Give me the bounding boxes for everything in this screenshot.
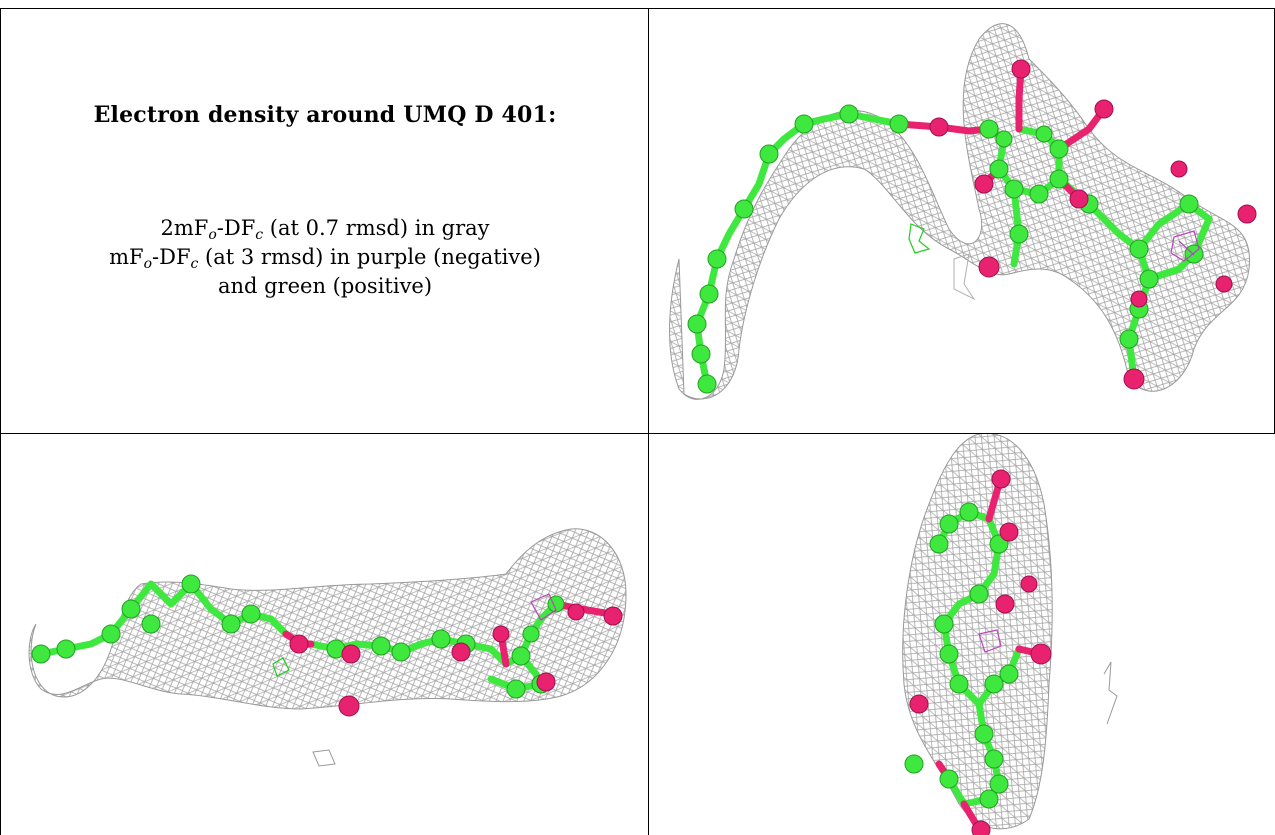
density-mesh — [28, 528, 627, 710]
top-border — [0, 8, 1275, 9]
positive-density-blob — [272, 657, 290, 677]
carbon-atoms — [687, 104, 1204, 394]
oxygen-atoms — [929, 59, 1257, 390]
caption-line-mfo-mid: -DF — [152, 245, 191, 269]
row-divider — [0, 433, 1275, 434]
caption-line-2mfo-post: (at 0.7 rmsd) in gray — [263, 216, 490, 240]
negative-density-blob — [530, 593, 557, 621]
molecule-render-side — [28, 528, 627, 767]
negative-density-blob — [978, 629, 1002, 653]
density-view-side — [1, 434, 648, 835]
caption-cell: Electron density around UMQ D 401: 2mFo-… — [1, 9, 649, 433]
molecule-render-top — [669, 23, 1257, 400]
caption-line-positive: and green (positive) — [217, 274, 433, 298]
negative-density-blob — [1170, 230, 1200, 262]
positive-density-blob — [908, 223, 931, 254]
molecule-render-end — [902, 434, 1118, 835]
middle-divider — [648, 8, 649, 835]
carbon-atoms — [904, 502, 1019, 809]
subscript-o: o — [143, 256, 153, 272]
caption-description: 2mFo-DFc (at 0.7 rmsd) in gray mFo-DFc (… — [1, 214, 649, 301]
caption-line-mfo: mFo-DFc (at 3 rmsd) in purple (negative) — [1, 243, 649, 272]
subscript-c: c — [255, 227, 264, 243]
caption-line-mfo-pre: mF — [109, 245, 144, 269]
oxygen-atoms — [909, 469, 1052, 835]
stray-mesh-fragment — [312, 749, 336, 767]
caption-line-mfo-post: (at 3 rmsd) in purple (negative) — [198, 245, 541, 269]
caption-line-2mfo-pre: 2mF — [160, 216, 209, 240]
density-mesh — [669, 23, 1251, 400]
density-mesh — [902, 434, 1053, 830]
stray-mesh-fragment — [1103, 661, 1118, 725]
left-border — [0, 8, 1, 835]
subscript-o: o — [208, 227, 217, 243]
caption-line-2mfo-mid: -DF — [216, 216, 256, 240]
density-view-top — [649, 9, 1274, 433]
subscript-c: c — [190, 256, 199, 272]
oxygen-atoms — [289, 603, 623, 717]
figure-title: Electron density around UMQ D 401: — [93, 102, 557, 128]
density-view-end — [649, 434, 1275, 835]
caption-line-2mfo: 2mFo-DFc (at 0.7 rmsd) in gray — [1, 214, 649, 243]
stray-mesh-fragment — [953, 253, 976, 301]
